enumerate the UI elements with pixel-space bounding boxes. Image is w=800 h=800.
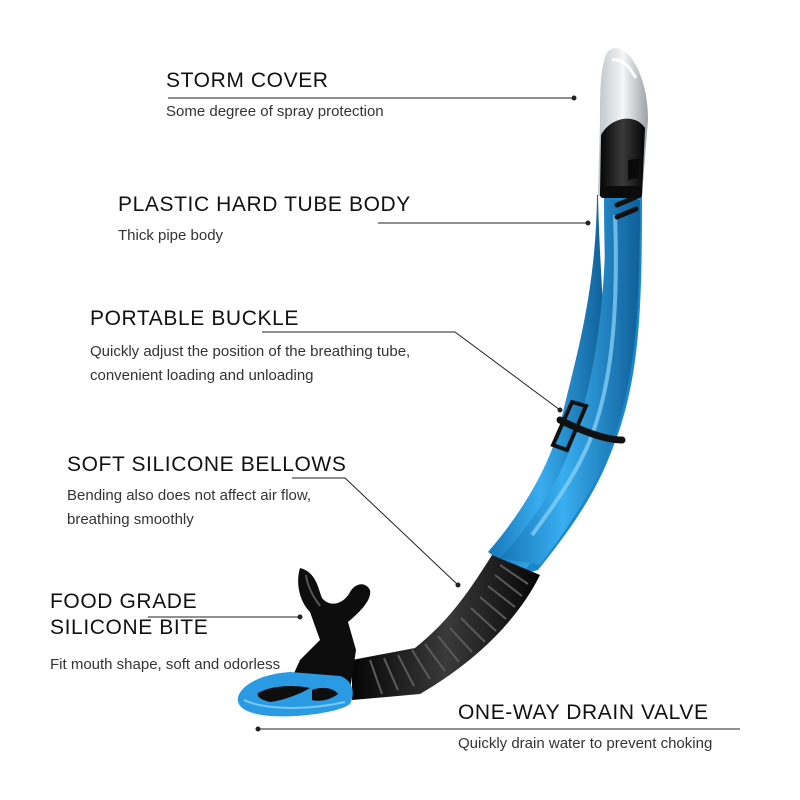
feature-desc: Some degree of spray protection: [166, 103, 384, 120]
storm-cover-shape: [598, 48, 648, 198]
feature-storm-cover: STORM COVER Some degree of spray protect…: [166, 68, 384, 124]
feature-title: FOOD GRADE: [50, 590, 198, 613]
feature-title: SOFT SILICONE BELLOWS: [67, 453, 347, 476]
feature-desc: Bending also does not affect air flow,: [67, 487, 312, 504]
leader-lines: [148, 95, 740, 732]
feature-title: PLASTIC HARD TUBE BODY: [118, 193, 411, 216]
feature-buckle: PORTABLE BUCKLE Quickly adjust the posit…: [90, 306, 410, 388]
drain-valve-shape: [237, 672, 353, 717]
feature-title: STORM COVER: [166, 69, 329, 92]
feature-desc: breathing smoothly: [67, 511, 194, 528]
feature-title: SILICONE BITE: [50, 616, 209, 639]
feature-title: PORTABLE BUCKLE: [90, 307, 299, 330]
feature-desc: convenient loading and unloading: [90, 367, 314, 384]
feature-title: ONE-WAY DRAIN VALVE: [458, 701, 709, 724]
feature-drain-valve: ONE-WAY DRAIN VALVE Quickly drain water …: [458, 700, 712, 756]
feature-desc: Quickly drain water to prevent choking: [458, 735, 713, 752]
tube-body-shape: [488, 194, 642, 575]
feature-bellows: SOFT SILICONE BELLOWS Bending also does …: [67, 452, 346, 532]
feature-tube-body: PLASTIC HARD TUBE BODY Thick pipe body: [118, 192, 411, 248]
feature-bite: FOOD GRADE SILICONE BITE Fit mouth shape…: [50, 589, 280, 677]
feature-desc: Quickly adjust the position of the breat…: [90, 343, 411, 360]
bellows-shape: [352, 555, 540, 700]
mouthpiece-shape: [290, 568, 371, 690]
feature-desc: Thick pipe body: [118, 227, 224, 244]
buckle-shape: [550, 399, 626, 453]
feature-desc: Fit mouth shape, soft and odorless: [50, 656, 281, 673]
